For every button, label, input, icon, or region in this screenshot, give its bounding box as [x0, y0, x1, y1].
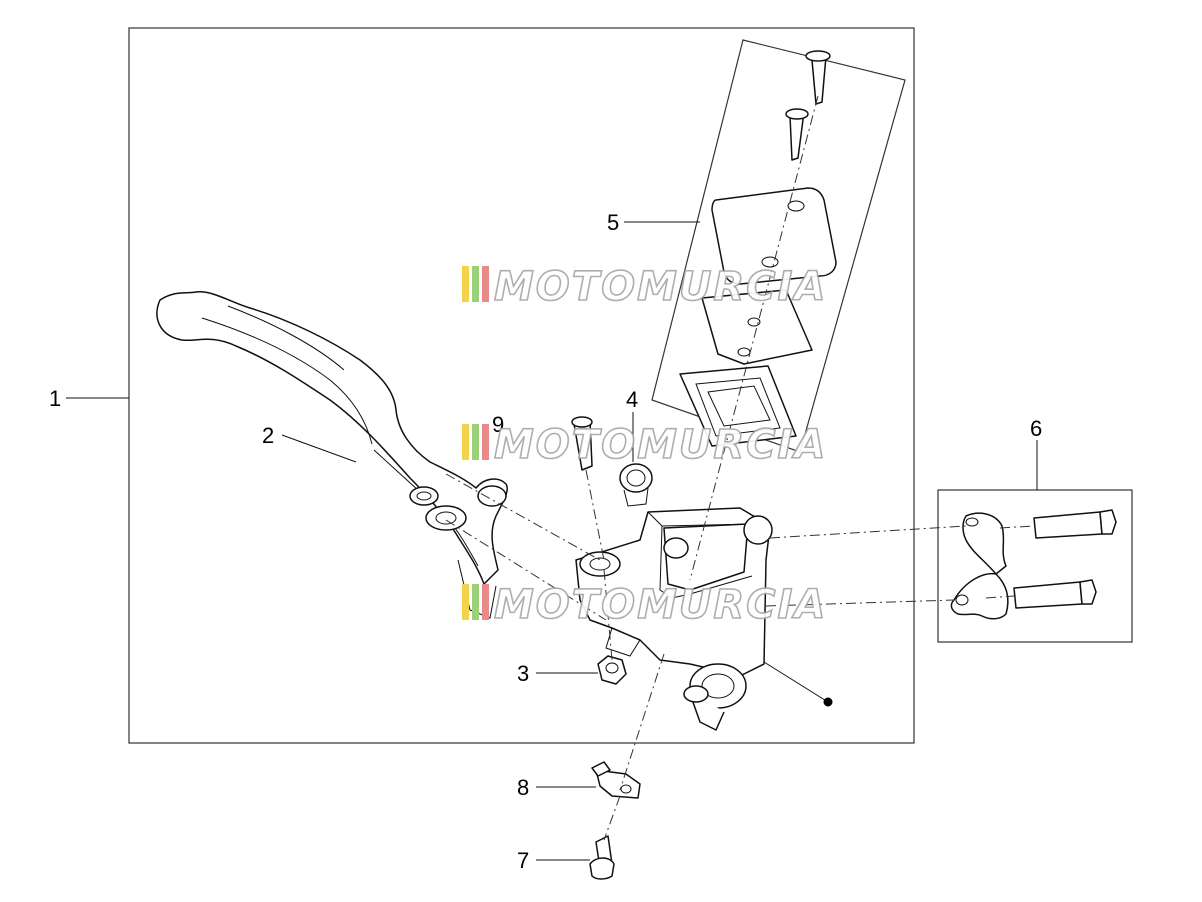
pivot-screw [571, 416, 593, 471]
reservoir-cover [711, 187, 837, 285]
clamp-kit-frame [937, 489, 1133, 643]
watermark-stripe [482, 424, 489, 460]
callout-1: 1 [49, 386, 61, 411]
watermark-3: MOTOMURCIA [462, 581, 827, 629]
reservoir-diaphragm [679, 365, 797, 447]
assembly-marker-dot [823, 697, 833, 707]
handlebar-clamp [950, 512, 1009, 620]
watermark-stripe [462, 266, 469, 302]
watermark-stripe [462, 424, 469, 460]
assembly-lines [445, 95, 1035, 841]
watermark-stripe [472, 424, 479, 460]
callout-8: 8 [517, 775, 529, 800]
brake-lever [156, 291, 508, 619]
watermark-stripe [462, 584, 469, 620]
callout-4: 4 [626, 387, 638, 412]
callout-5: 5 [607, 210, 619, 235]
watermark-text: MOTOMURCIA [494, 422, 827, 468]
watermark-stripe [472, 584, 479, 620]
watermark-2: MOTOMURCIA [462, 421, 827, 469]
callout-2: 2 [262, 423, 274, 448]
callout-7: 7 [517, 848, 529, 873]
callout-6: 6 [1030, 416, 1042, 441]
watermark-stripe [482, 266, 489, 302]
reservoir-screws [785, 50, 831, 161]
watermark-text: MOTOMURCIA [494, 264, 827, 310]
switch-screw [589, 835, 615, 880]
reservoir-kit-frame [651, 39, 906, 453]
leader-lines [66, 221, 1038, 861]
clamp-bolts [1013, 509, 1117, 609]
watermark-stripe [472, 266, 479, 302]
main-assembly-frame [128, 27, 915, 744]
watermark-text: MOTOMURCIA [494, 582, 827, 628]
cap-plug [619, 463, 653, 507]
reservoir-plate [701, 289, 813, 365]
switch-clip [591, 761, 641, 799]
watermark-1: MOTOMURCIA [462, 263, 827, 311]
lock-nut [597, 655, 627, 685]
watermark-stripe [482, 584, 489, 620]
callout-3: 3 [517, 661, 529, 686]
master-cylinder-body [575, 507, 773, 731]
callout-9: 9 [492, 412, 504, 437]
